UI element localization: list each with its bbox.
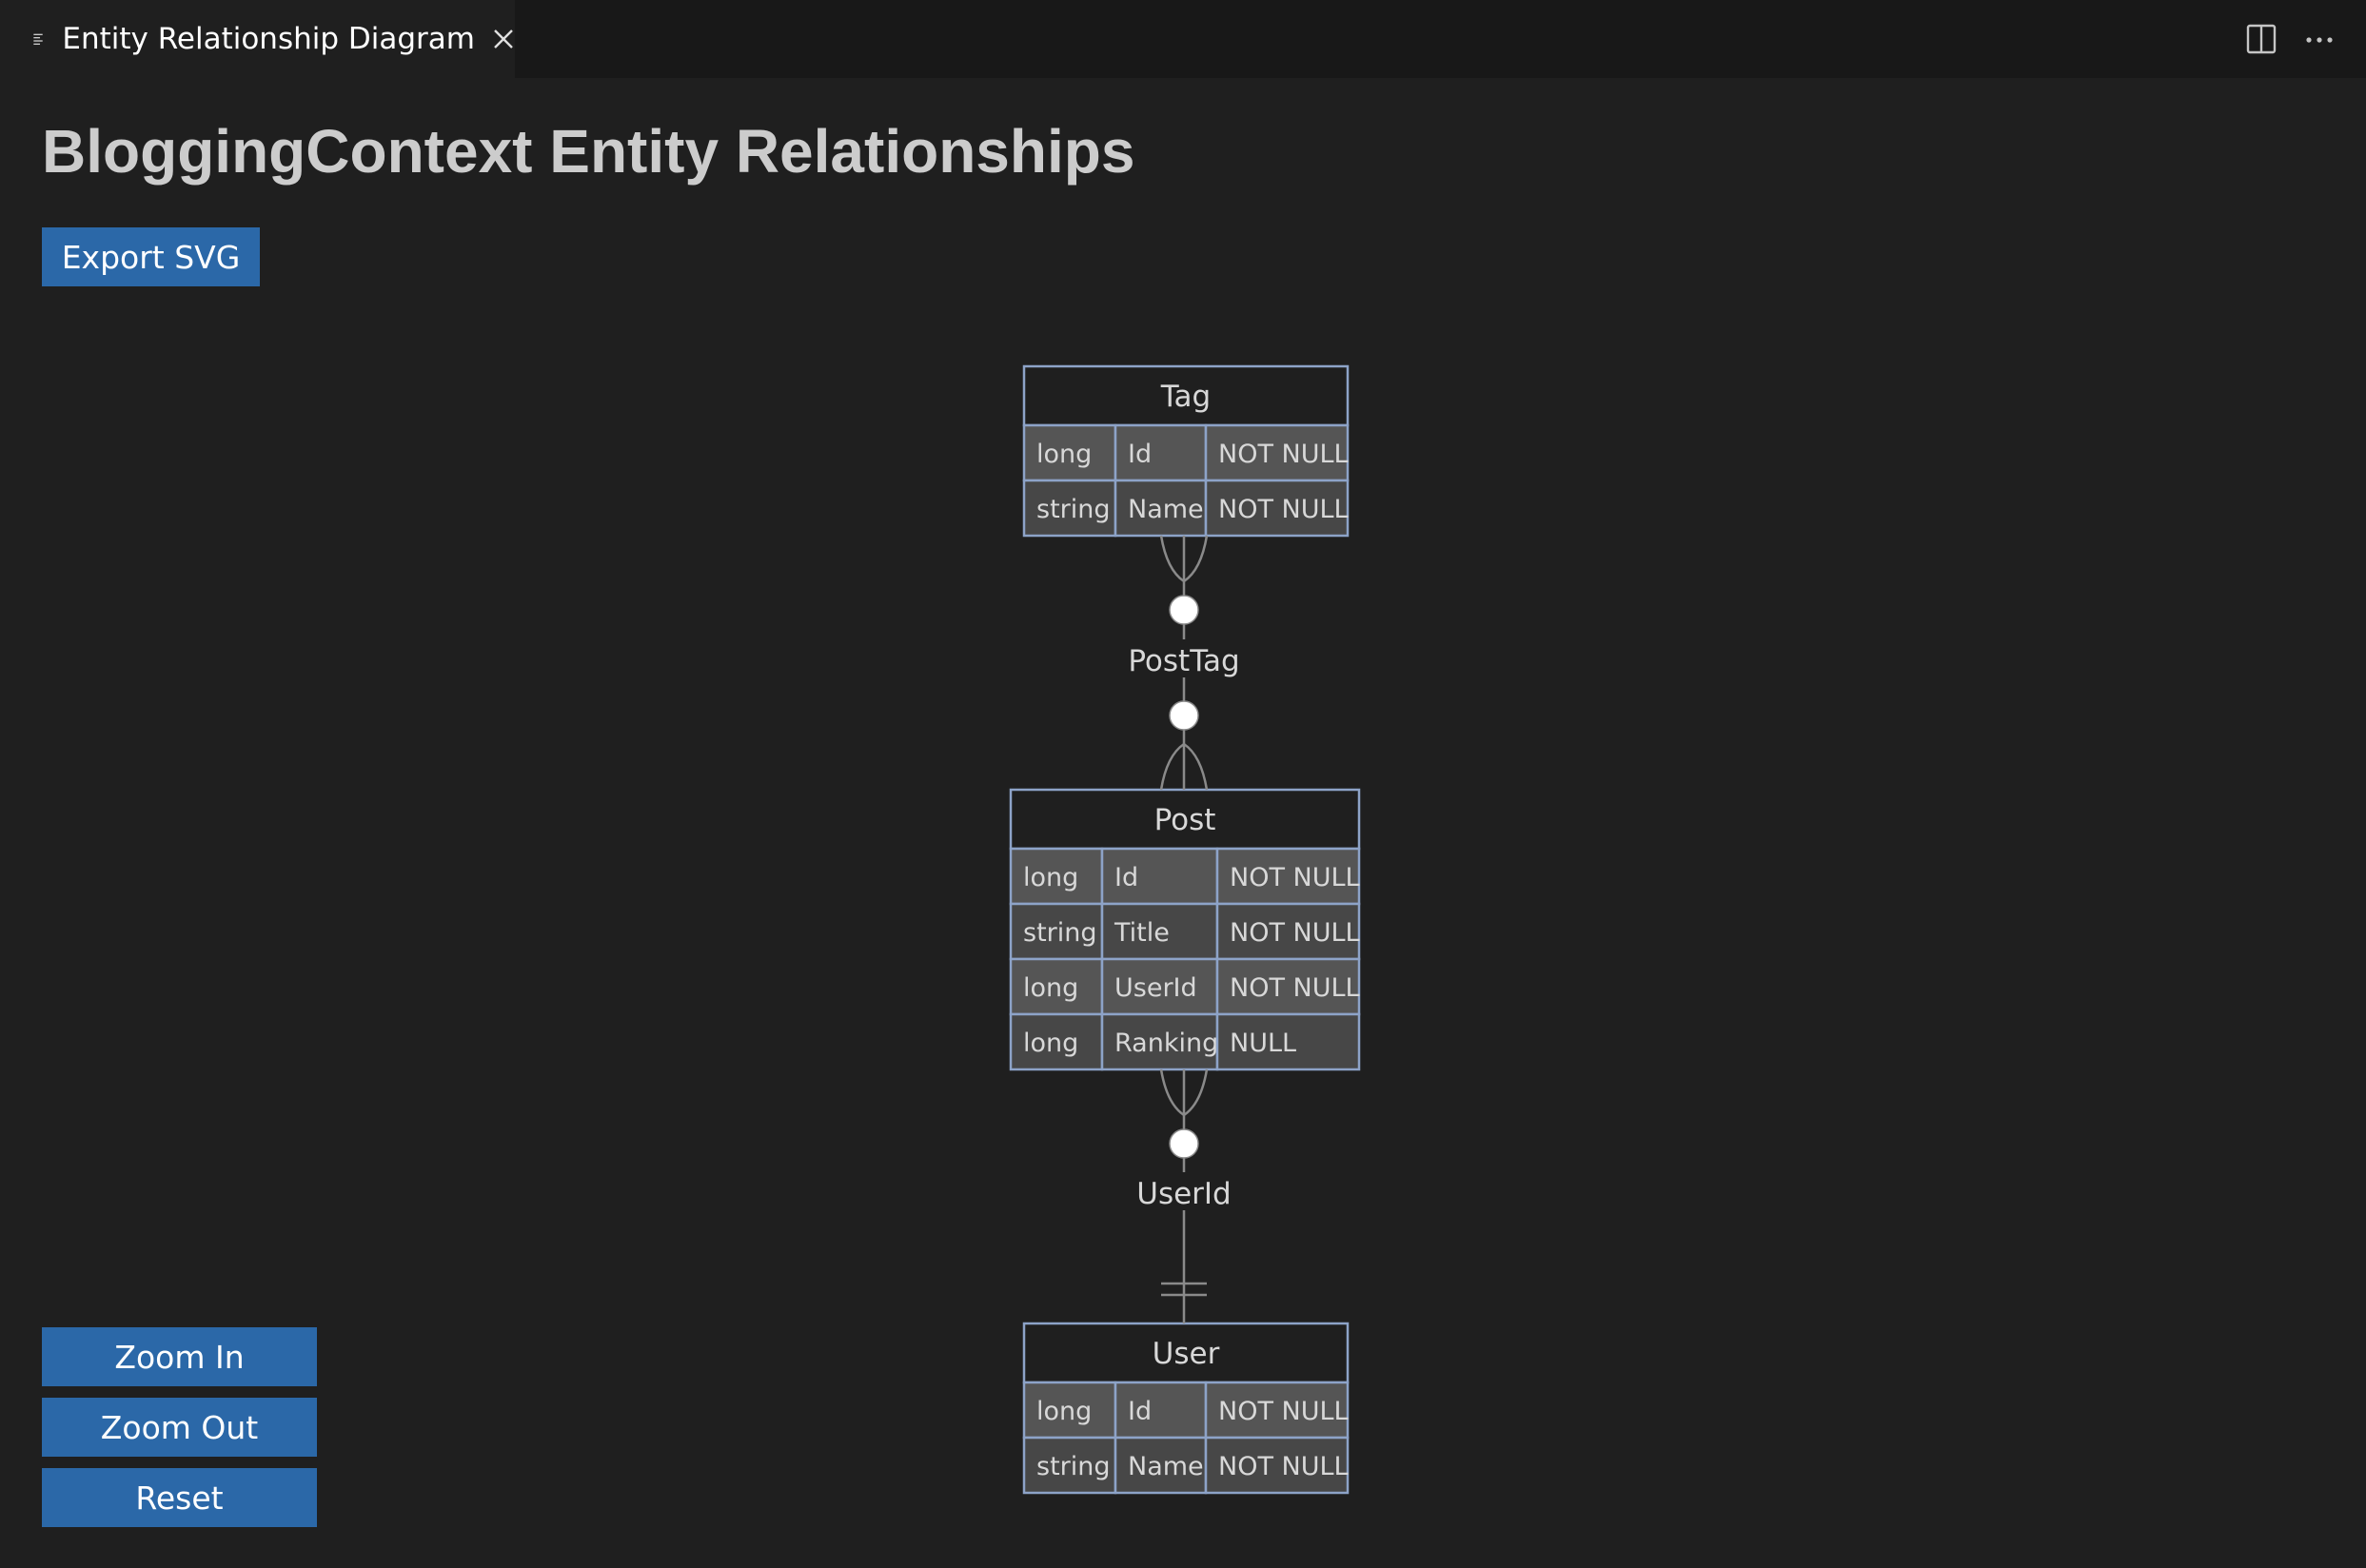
column-name: UserId [1114, 973, 1197, 1003]
entity-name: User [1153, 1337, 1220, 1371]
close-tab-button[interactable] [492, 23, 515, 55]
editor-tab-bar: Entity Relationship Diagram [0, 0, 2366, 78]
column-nullability: NOT NULL [1218, 440, 1349, 469]
column-cell [1100, 1012, 1219, 1071]
column-name: Title [1114, 918, 1170, 948]
entity-name: Tag [1160, 380, 1211, 414]
crows-foot-icon [1159, 742, 1185, 791]
column-name: Ranking [1114, 1029, 1218, 1058]
column-type: long [1023, 1029, 1078, 1058]
entity-column-row: long UserId NOT NULL [1009, 957, 1361, 1016]
relationship-label: PostTag [1128, 644, 1239, 678]
zero-cardinality-icon [1169, 595, 1199, 625]
column-cell [1009, 902, 1104, 961]
column-nullability: NOT NULL [1230, 973, 1360, 1003]
column-type: string [1036, 495, 1111, 524]
column-name: Id [1114, 863, 1138, 892]
lines-icon [33, 33, 43, 46]
column-nullability: NOT NULL [1230, 863, 1360, 892]
column-type: string [1023, 918, 1097, 948]
relationship-userid: UserId [1136, 1068, 1232, 1323]
page-title: BloggingContext Entity Relationships [42, 117, 1135, 186]
crows-foot-icon [1159, 535, 1185, 583]
relationship-posttag: PostTag [1128, 535, 1240, 791]
column-name: Name [1128, 1452, 1204, 1481]
crows-foot-icon [1159, 1068, 1185, 1117]
entity-column-row: string Name NOT NULL [1022, 1436, 1350, 1495]
column-name: Id [1128, 1397, 1152, 1426]
column-nullability: NULL [1230, 1029, 1296, 1058]
column-cell [1114, 1381, 1208, 1440]
column-name: Id [1128, 440, 1152, 469]
entity-column-row: string Name NOT NULL [1022, 479, 1350, 538]
split-editor-icon [2246, 24, 2277, 54]
column-nullability: NOT NULL [1218, 1452, 1349, 1481]
column-nullability: NOT NULL [1218, 495, 1349, 524]
zoom-in-button[interactable]: Zoom In [42, 1327, 317, 1386]
tab-entity-relationship-diagram[interactable]: Entity Relationship Diagram [0, 0, 515, 78]
crows-foot-icon [1183, 535, 1209, 583]
crows-foot-icon [1183, 1068, 1209, 1117]
column-type: long [1036, 1397, 1092, 1426]
entity-column-row: long Ranking NULL [1009, 1012, 1361, 1071]
entity-header [1009, 788, 1361, 851]
export-svg-button[interactable]: Export SVG [42, 227, 260, 286]
column-cell [1009, 1012, 1104, 1071]
column-type: long [1023, 863, 1078, 892]
reset-button[interactable]: Reset [42, 1468, 317, 1527]
entity-column-row: string Title NOT NULL [1009, 902, 1361, 961]
close-icon [494, 29, 513, 49]
column-name: Name [1128, 495, 1204, 524]
entity-name: Post [1154, 803, 1216, 837]
zoom-out-button[interactable]: Zoom Out [42, 1398, 317, 1457]
column-cell [1215, 1012, 1361, 1071]
zero-cardinality-icon [1169, 1128, 1199, 1159]
column-type: string [1036, 1452, 1111, 1481]
relationship-label-bg [1129, 639, 1239, 677]
column-cell [1204, 1436, 1350, 1495]
split-editor-button[interactable] [2240, 18, 2282, 60]
column-cell [1009, 847, 1104, 906]
column-nullability: NOT NULL [1230, 918, 1360, 948]
relationship-label: UserId [1136, 1177, 1231, 1211]
relationship-label-bg [1136, 1172, 1232, 1210]
entity-column-row: long Id NOT NULL [1022, 423, 1350, 482]
column-cell [1215, 847, 1361, 906]
entity-header [1022, 364, 1350, 427]
more-actions-icon [2306, 37, 2333, 43]
entity-column-row: long Id NOT NULL [1022, 1381, 1350, 1440]
column-cell [1215, 902, 1361, 961]
column-cell [1114, 479, 1208, 538]
column-nullability: NOT NULL [1218, 1397, 1349, 1426]
tab-title: Entity Relationship Diagram [62, 22, 475, 56]
column-cell [1022, 1436, 1117, 1495]
column-type: long [1036, 440, 1092, 469]
zero-cardinality-icon [1169, 700, 1199, 731]
entity-column-row: long Id NOT NULL [1009, 847, 1361, 906]
more-actions-button[interactable] [2298, 18, 2340, 60]
crows-foot-icon [1183, 742, 1209, 791]
column-cell [1204, 479, 1350, 538]
column-type: long [1023, 973, 1078, 1003]
